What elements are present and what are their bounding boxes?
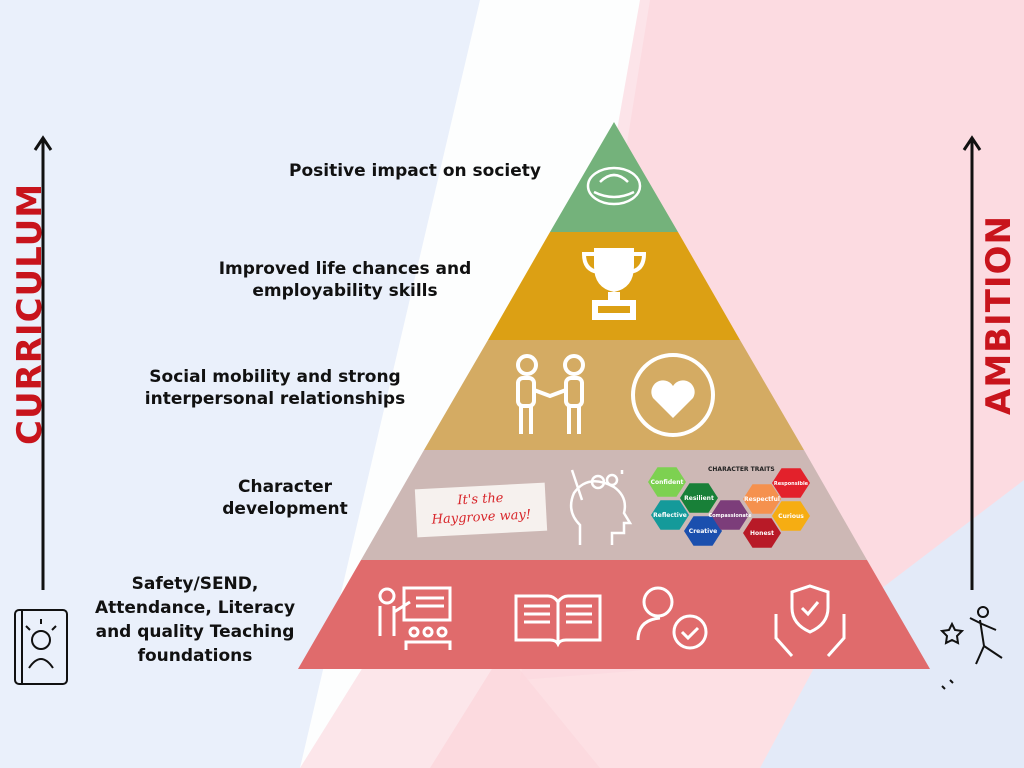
- trait-hexagon: [743, 518, 781, 548]
- curriculum-label: CURRICULUM: [10, 182, 50, 445]
- trait-hexagon: [772, 501, 810, 531]
- heart-circle-icon: [631, 353, 715, 437]
- user-check-icon: [636, 586, 708, 650]
- left-arrow-icon: [33, 135, 53, 590]
- trait-label: Compassionate: [708, 513, 752, 519]
- trait-hexagon: [711, 500, 749, 530]
- shield-hands-icon: [774, 584, 846, 657]
- trait-hexagon: [651, 500, 689, 530]
- ambition-label: AMBITION: [979, 215, 1019, 415]
- head-ideas-icon: [569, 469, 633, 545]
- person-reaching-star-icon: [939, 606, 1003, 690]
- trait-label: Honest: [750, 530, 774, 537]
- trait-hexagon: [680, 483, 718, 513]
- teacher-board-icon: [378, 586, 452, 650]
- trait-label: Creative: [689, 528, 717, 535]
- open-book-icon: [514, 594, 602, 648]
- trait-label: Resilient: [684, 495, 714, 502]
- level-5-label: Safety/SEND, Attendance, Literacy and qu…: [94, 574, 296, 666]
- trait-label: Curious: [778, 513, 804, 520]
- trait-hexagon: [684, 516, 722, 546]
- level-3-label: Social mobility and strong interpersonal…: [144, 367, 406, 409]
- trait-label: Respectful: [744, 496, 780, 503]
- right-arrow-icon: [962, 135, 982, 590]
- trait-label: Reflective: [653, 512, 687, 519]
- trait-label: Confident: [651, 479, 684, 486]
- character-traits-title: CHARACTER TRAITS: [708, 466, 775, 473]
- pyramid-level-5: [298, 560, 930, 669]
- trophy-icon: [581, 248, 647, 320]
- hands-heart-icon: [586, 166, 642, 206]
- trait-hexagon: [743, 484, 781, 514]
- pyramid-level-1: [550, 122, 678, 232]
- trait-label: Responsible: [774, 481, 809, 487]
- trait-hexagon: [772, 468, 810, 498]
- book-idea-icon: [14, 609, 68, 685]
- trait-hexagon: [648, 467, 686, 497]
- level-4-label: Character development: [222, 477, 348, 519]
- handshake-icon: [516, 354, 585, 434]
- level-2-label: Improved life chances and employability …: [218, 259, 472, 301]
- pyramid-level-3: [424, 340, 804, 450]
- level-1-label: Positive impact on society: [288, 161, 541, 181]
